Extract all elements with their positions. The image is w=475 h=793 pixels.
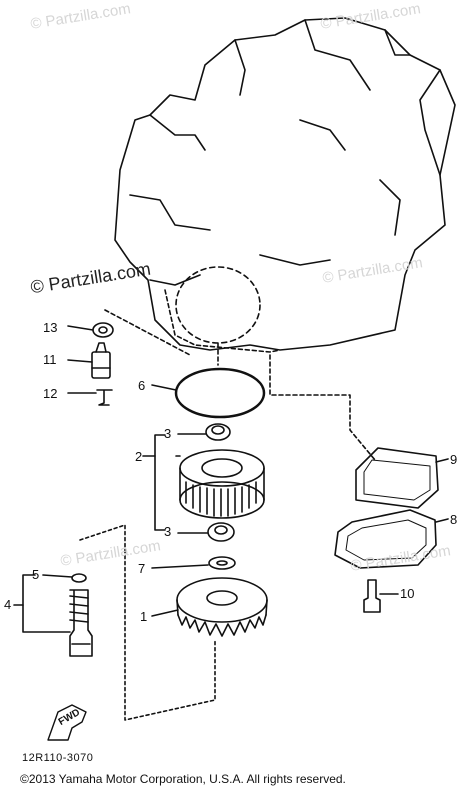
callout-10: 10	[400, 586, 415, 601]
seal-13	[92, 322, 114, 338]
flange-outline	[164, 289, 281, 353]
callout-2: 2	[135, 449, 143, 464]
forward-arrow	[47, 704, 87, 741]
engine-detail-1	[149, 19, 441, 176]
gasket-9	[355, 447, 439, 509]
oil-pump-gear-side	[176, 599, 268, 616]
guide-line-pump	[79, 524, 216, 721]
cover-8	[334, 509, 437, 569]
relief-valve	[91, 351, 111, 379]
callout-5: 5	[32, 567, 40, 582]
bracket-4	[22, 574, 71, 633]
pump-mount-outline	[175, 266, 261, 344]
pump-teeth	[185, 481, 257, 517]
callout-3-lower: 3	[164, 524, 172, 539]
guide-line-cover	[269, 354, 376, 461]
callout-1: 1	[140, 609, 148, 624]
engine-detail-2	[129, 119, 401, 286]
copyright-text: ©2013 Yamaha Motor Corporation, U.S.A. A…	[20, 772, 346, 786]
callout-3-upper: 3	[164, 426, 172, 441]
callout-12: 12	[43, 386, 58, 401]
bracket-2-3	[154, 434, 166, 531]
callout-8: 8	[450, 512, 458, 527]
pump-body-side	[179, 467, 265, 501]
callout-6: 6	[138, 378, 146, 393]
pump-body-top	[179, 449, 265, 487]
callout-11: 11	[43, 352, 57, 367]
screw-12	[96, 389, 113, 406]
engine-block	[114, 17, 456, 351]
pump-shaft	[69, 589, 93, 657]
callout-4: 4	[4, 597, 12, 612]
callout-7: 7	[138, 561, 146, 576]
washer-7	[208, 556, 236, 570]
o-ring	[174, 367, 266, 419]
oil-pump-gear-teeth	[177, 614, 267, 637]
oil-seal-lower	[207, 522, 235, 542]
diagram-code: 12R110-3070	[22, 752, 94, 764]
guide-line-left	[104, 309, 191, 356]
callout-9: 9	[450, 452, 458, 467]
o-ring-5	[71, 573, 87, 583]
callout-13: 13	[43, 320, 58, 335]
oil-seal-upper	[205, 423, 231, 441]
oil-pump-gear-top	[176, 577, 268, 623]
bolt-10	[363, 579, 381, 613]
